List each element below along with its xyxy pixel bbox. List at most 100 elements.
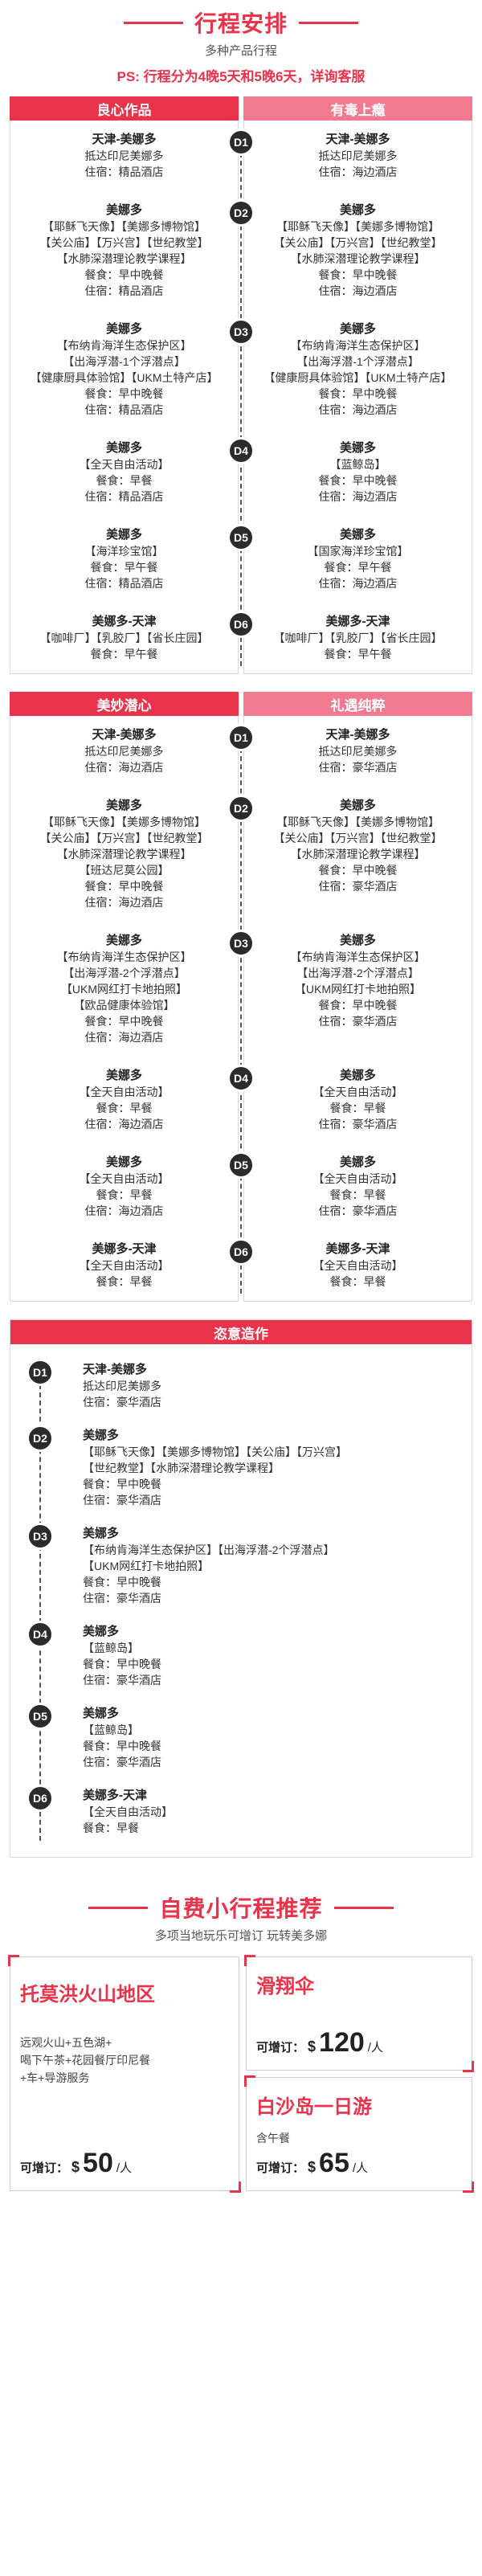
day-detail: 抵达印尼美娜多 [84,745,164,758]
optional-grid: 托莫洪火山地区 远观火山+五色湖+ 喝下午茶+花园餐厅印尼餐 +车+导游服务 可… [8,1955,474,2193]
day-cell-right: 美娜多-天津【咖啡厂】【乳胶厂】【省长庄园】餐食：早午餐 [249,603,467,673]
tab-right[interactable]: 有毒上瘾 [243,96,472,121]
day-cell-left: 天津-美娜多抵达印尼美娜多住宿：海边酒店 [15,716,233,787]
ps-note: PS: 行程分为4晚5天和5晚6天，详询客服 [116,69,366,84]
day-detail: 餐食：早中晚餐 [318,999,398,1012]
day-detail: 【咖啡厂】【乳胶厂】【省长庄园】 [39,632,209,644]
day-route: 美娜多-天津 [325,615,390,628]
day-detail: 【出海浮潜-1个浮潜点】 [296,355,419,368]
day-detail: 餐食：早午餐 [90,561,158,574]
day-detail: 【布纳肯海洋生态保护区】【出海浮潜-2个浮潜点】 [83,1544,335,1556]
optional-name: 白沙岛一日游 [256,2096,372,2118]
day-badge: D5 [227,524,255,551]
day-detail: 住宿：豪华酒店 [318,1204,398,1217]
day-detail: 【关公庙】【万兴宫】【世纪教堂】 [273,236,443,249]
day-route: 美娜多 [339,203,376,217]
title-line-right [333,1906,394,1909]
itinerary-header: 行程安排 多种产品行程 PS: 行程分为4晚5天和5晚6天，详询客服 [0,0,482,85]
day-detail: 住宿：海边酒店 [84,1118,164,1131]
day-detail: 住宿：海边酒店 [318,577,398,590]
day-detail: 住宿：精品酒店 [84,490,164,503]
day-route: 天津-美娜多 [92,728,157,742]
day-route: 天津-美娜多 [92,133,157,146]
day-detail: 餐食：早中晚餐 [318,268,398,281]
column-right: 天津-美娜多抵达印尼美娜多住宿：海边酒店美娜多【耶稣飞天像】【美娜多博物馆】【关… [243,121,472,674]
day-detail: 餐食：早中晚餐 [84,880,164,893]
day-badge: D5 [227,1151,255,1179]
day-cell-left: 美娜多-天津【全天自由活动】餐食：早餐 [15,1230,233,1301]
day-detail: 【蓝鲸岛】 [83,1642,139,1654]
tab-single[interactable]: 恣意造作 [10,1320,472,1344]
day-route: 美娜多 [83,1527,120,1540]
day-route: 美娜多 [339,322,376,336]
optional-price: 可增订： $ 65 /人 [256,2148,369,2178]
optional-card-white-sand-island[interactable]: 白沙岛一日游 含午餐 可增订： $ 65 /人 [244,2075,474,2193]
day-route: 美娜多 [339,1155,376,1169]
day-cell-right: 美娜多【耶稣飞天像】【美娜多博物馆】【关公庙】【万兴宫】【世纪教堂】【水肺深潜理… [249,787,467,922]
day-detail: 餐食：早中晚餐 [318,864,398,877]
optional-card-paragliding[interactable]: 滑翔伞 可增订： $ 120 /人 [244,1955,474,2072]
day-detail: 【全天自由活动】 [312,1172,403,1185]
day-route: 美娜多 [105,441,142,455]
day-cell-left: 天津-美娜多抵达印尼美娜多住宿：精品酒店 [15,121,233,191]
optional-subtitle: 多项当地玩乐可增订 玩转美多娜 [154,1929,328,1943]
column-right: 天津-美娜多抵达印尼美娜多住宿：豪华酒店美娜多【耶稣飞天像】【美娜多博物馆】【关… [243,716,472,1302]
day-detail: 餐食：早餐 [329,1188,386,1201]
day-cell-left: 美娜多【耶稣飞天像】【美娜多博物馆】【关公庙】【万兴宫】【世纪教堂】【水肺深潜理… [15,191,233,310]
day-detail: 【耶稣飞天像】【美娜多博物馆】 [43,220,206,233]
day-detail: 住宿：豪华酒店 [318,1118,398,1131]
day-detail: 住宿：精品酒店 [84,166,164,178]
day-route: 美娜多-天津 [83,1789,147,1802]
day-detail: 【水肺深潜理论教学课程】 [56,252,192,265]
itinerary-page: 行程安排 多种产品行程 PS: 行程分为4晚5天和5晚6天，详询客服 良心作品 … [0,0,482,2193]
day-route: 美娜多 [83,1429,120,1442]
day-badge: D3 [27,1523,54,1550]
day-detail: 【关公庙】【万兴宫】【世纪教堂】 [39,832,209,844]
day-cell-right: 美娜多【布纳肯海洋生态保护区】【出海浮潜-1个浮潜点】【健康厨具体验馆】【UKM… [249,310,467,429]
day-route: 美娜多-天津 [325,1242,390,1256]
day-detail: 【蓝鲸岛】 [83,1723,139,1736]
day-badge: D1 [27,1359,54,1386]
tab-left[interactable]: 良心作品 [10,96,239,121]
day-detail: 【关公庙】【万兴宫】【世纪教堂】 [39,236,209,249]
day-route: 美娜多-天津 [92,615,157,628]
optional-card-volcano[interactable]: 托莫洪火山地区 远观火山+五色湖+ 喝下午茶+花园餐厅印尼餐 +车+导游服务 可… [8,1955,241,2193]
day-detail: 【全天自由活动】 [79,458,170,471]
day-badge: D1 [227,724,255,751]
day-detail: 【耶稣飞天像】【美娜多博物馆】 [43,816,206,828]
day-badge: D3 [227,318,255,346]
day-badge: D2 [227,199,255,227]
corner-decoration [244,1955,255,1966]
day-detail: 【关公庙】【万兴宫】【世纪教堂】 [273,832,443,844]
day-detail: 餐食：早餐 [96,474,153,487]
day-cell-right: 天津-美娜多抵达印尼美娜多住宿：豪华酒店 [249,716,467,787]
day-route: 美娜多 [105,1069,142,1082]
day-detail: 餐食：早中晚餐 [83,1658,161,1670]
day-detail: 餐食：早中晚餐 [83,1576,161,1589]
day-detail: 住宿：海边酒店 [318,284,398,297]
tab-right[interactable]: 礼遇纯粹 [243,692,472,716]
optional-sub: 含午餐 [256,2132,290,2145]
day-route: 美娜多 [339,528,376,542]
day-detail: 【出海浮潜-2个浮潜点】 [63,967,186,979]
day-detail: 住宿：海边酒店 [84,1031,164,1044]
day-detail: 【出海浮潜-2个浮潜点】 [296,967,419,979]
page-subtitle: 多种产品行程 [204,44,277,58]
title-line-left [88,1906,149,1909]
day-detail: 住宿：海边酒店 [318,166,398,178]
day-detail: 【全天自由活动】 [312,1259,403,1272]
day-detail: 抵达印尼美娜多 [84,149,164,162]
day-detail: 抵达印尼美娜多 [318,745,398,758]
timeline [39,1376,41,1841]
day-detail: 住宿：豪华酒店 [83,1674,161,1687]
tab-left[interactable]: 美妙潜心 [10,692,239,716]
title-line-right [299,21,358,24]
day-badge: D4 [227,1065,255,1092]
day-detail: 【UKM网红打卡地拍照】 [60,983,188,996]
day-detail: 【咖啡厂】【乳胶厂】【省长庄园】 [273,632,443,644]
day-detail: 【全天自由活动】 [79,1086,170,1098]
day-cell-right: 美娜多-天津【全天自由活动】餐食：早餐 [249,1230,467,1301]
